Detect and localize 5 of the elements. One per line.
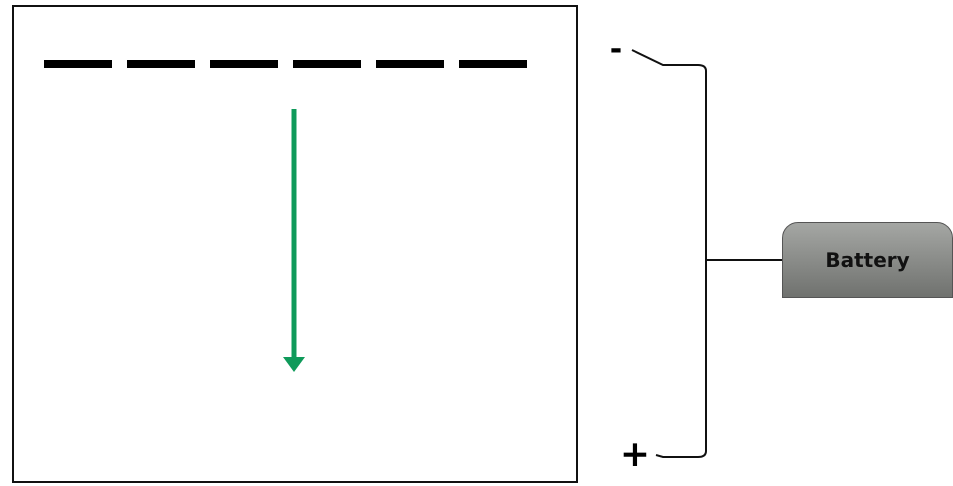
gel-box xyxy=(12,5,578,483)
battery-box: Battery xyxy=(782,222,953,298)
connector-line xyxy=(656,259,782,458)
terminal-sign: - xyxy=(604,32,628,68)
terminal-sign: + xyxy=(618,436,652,474)
